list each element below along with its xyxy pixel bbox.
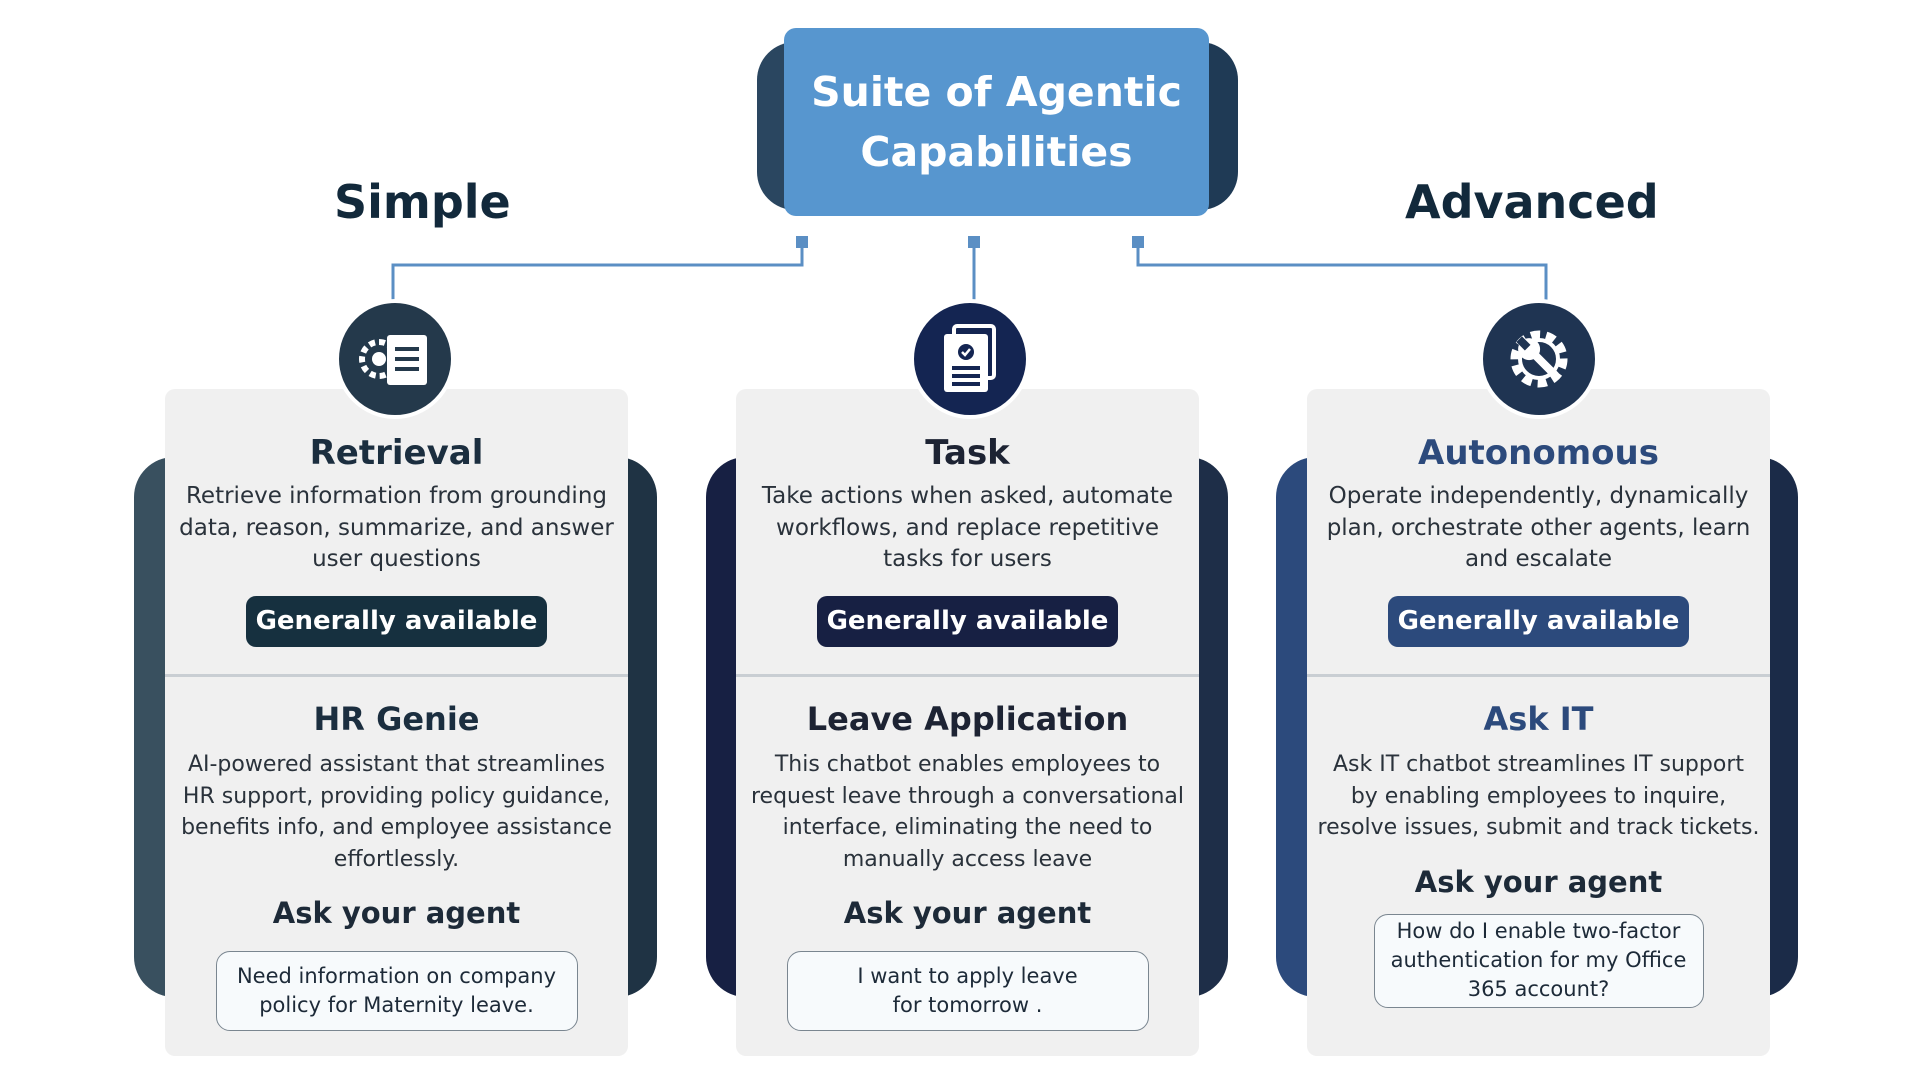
header-title: Suite of Agentic Capabilities bbox=[784, 28, 1209, 216]
prompt-box[interactable]: How do I enable two-factor authenticatio… bbox=[1373, 913, 1704, 1008]
card-title: Task bbox=[925, 433, 1010, 473]
example-title: Ask IT bbox=[1483, 700, 1594, 738]
prompt-box[interactable]: Need information on company policy for M… bbox=[215, 951, 578, 1031]
example-title: HR Genie bbox=[313, 700, 480, 738]
status-badge: Generally available bbox=[816, 595, 1119, 647]
example-description: AI-powered assistant that streamlines HR… bbox=[181, 752, 612, 872]
ask-agent-label: Ask your agent bbox=[272, 896, 521, 930]
ask-agent-label: Ask your agent bbox=[843, 896, 1092, 930]
card-description: Operate independently, dynamically plan,… bbox=[1326, 483, 1751, 572]
ask-agent-label: Ask your agent bbox=[1414, 864, 1663, 899]
document-gear-icon bbox=[335, 299, 455, 419]
card-title: Retrieval bbox=[309, 433, 484, 473]
example-description: This chatbot enables employees to reques… bbox=[751, 752, 1184, 872]
card-title: Autonomous bbox=[1418, 433, 1659, 473]
card-divider bbox=[736, 674, 1199, 677]
level-label-simple: Simple bbox=[334, 175, 511, 229]
card-divider bbox=[165, 674, 628, 677]
card-description: Take actions when asked, automate workfl… bbox=[761, 483, 1174, 572]
example-description: Ask IT chatbot streamlines IT support by… bbox=[1317, 752, 1760, 840]
checklist-documents-icon bbox=[910, 299, 1030, 419]
example-title: Leave Application bbox=[806, 700, 1129, 738]
card-task: Task Take actions when asked, automate w… bbox=[736, 389, 1199, 1056]
prompt-box[interactable]: I want to apply leave for tomorrow . bbox=[786, 951, 1149, 1031]
level-label-advanced: Advanced bbox=[1405, 175, 1659, 229]
gear-wrench-icon bbox=[1479, 299, 1599, 419]
status-badge: Generally available bbox=[245, 595, 548, 647]
card-retrieval: Retrieval Retrieve information from grou… bbox=[165, 389, 628, 1056]
card-description: Retrieve information from grounding data… bbox=[179, 483, 614, 572]
status-badge: Generally available bbox=[1387, 595, 1690, 647]
card-divider bbox=[1307, 674, 1770, 677]
card-autonomous: Autonomous Operate independently, dynami… bbox=[1307, 389, 1770, 1056]
